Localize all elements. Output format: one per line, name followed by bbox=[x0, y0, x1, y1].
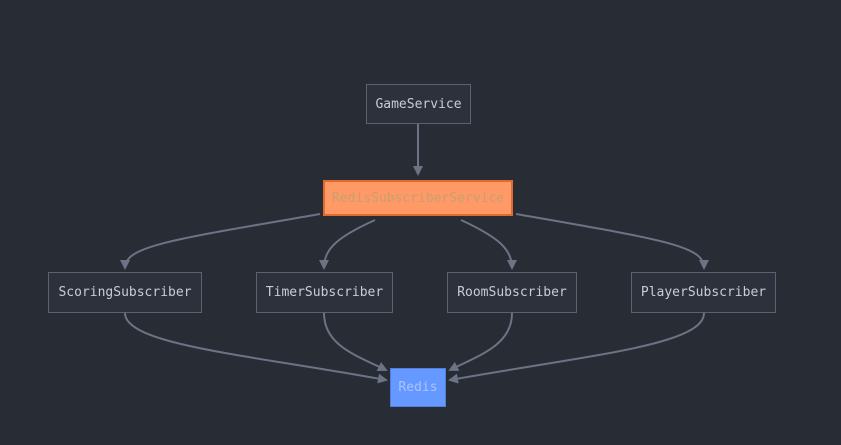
node-player-subscriber[interactable]: PlayerSubscriber bbox=[631, 272, 776, 313]
edge-redissubscriberservice-to-playersubscriber bbox=[515, 213, 709, 270]
edge-redissubscriberservice-to-timersubscriber bbox=[319, 219, 376, 270]
node-label: TimerSubscriber bbox=[265, 285, 384, 300]
node-label: ScoringSubscriber bbox=[58, 285, 192, 300]
edge-scoringsubscriber-to-redis bbox=[124, 312, 388, 384]
node-room-subscriber[interactable]: RoomSubscriber bbox=[447, 272, 577, 313]
node-label: PlayerSubscriber bbox=[640, 285, 767, 300]
edge-redissubscriberservice-to-roomsubscriber bbox=[460, 219, 517, 270]
edge-redissubscriberservice-to-scoringsubscriber bbox=[120, 213, 321, 270]
node-redis-subscriber-service[interactable]: RedisSubscriberService bbox=[323, 180, 513, 216]
edge-playersubscriber-to-redis bbox=[448, 312, 705, 384]
edge-roomsubscriber-to-redis bbox=[448, 312, 513, 371]
edge-timersubscriber-to-redis bbox=[323, 312, 388, 372]
node-timer-subscriber[interactable]: TimerSubscriber bbox=[256, 272, 393, 313]
node-redis[interactable]: Redis bbox=[390, 368, 446, 407]
node-label: RedisSubscriberService bbox=[331, 190, 505, 206]
node-label: Redis bbox=[398, 380, 438, 395]
node-scoring-subscriber[interactable]: ScoringSubscriber bbox=[48, 272, 202, 313]
node-label: RoomSubscriber bbox=[457, 285, 567, 300]
node-label: GameService bbox=[375, 96, 462, 112]
node-game-service[interactable]: GameService bbox=[366, 84, 471, 124]
